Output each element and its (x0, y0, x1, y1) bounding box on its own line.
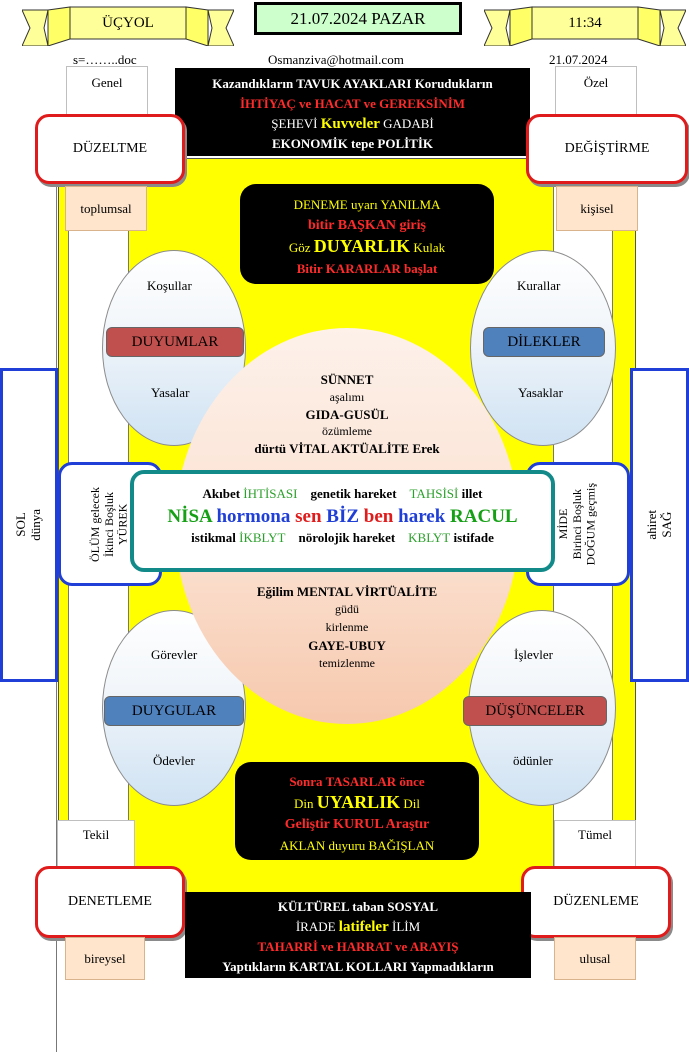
duzenleme-label: DÜZENLEME (553, 894, 639, 909)
file-label: s=……..doc (73, 52, 137, 67)
ulusal-label: ulusal (579, 950, 611, 966)
oval-text-egilim: Eğilim MENTAL VİRTÜALİTE (256, 584, 438, 599)
bottom-black-line-1: KÜLTÜREL taban SOSYAL (277, 899, 439, 914)
oval-tr-top: Kurallar (517, 278, 561, 293)
top-black-line-4: EKONOMİK tepe POLİTİK (271, 136, 434, 151)
top-black-line-2: İHTİYAÇ ve HACAT ve GEREKSİNİM (239, 96, 466, 111)
tekil-cell: Tekil (57, 820, 135, 870)
oval-tr-bottom: Yasaklar (518, 385, 563, 400)
ulusal-cell: ulusal (554, 937, 636, 980)
oval-text-asalimi: aşalımı (329, 390, 365, 404)
upper-center-line-1: DENEME uyarı YANILMA (293, 197, 441, 212)
lower-center-box: Sonra TASARLAR önce Din UYARLIK Dil Geli… (235, 762, 479, 860)
lower-center-line-1: Sonra TASARLAR önce (289, 774, 425, 789)
oval-tl-top: Koşullar (147, 278, 192, 293)
tumel-cell: Tümel (554, 820, 636, 870)
duzenleme-box: DÜZENLEME (521, 866, 671, 938)
oval-br-top: İşlevler (514, 647, 553, 662)
upper-center-line-4: Bitir KARARLAR başlat (296, 261, 438, 276)
oval-text-gida: GIDA-GUSÜL (305, 407, 389, 422)
mide-text: MİDE Birinci Boşluk DOĞUM geçmiş (556, 482, 598, 566)
denetleme-label: DENETLEME (68, 894, 152, 909)
oval-text-gudu: güdü (335, 602, 359, 616)
toplumsal-cell: toplumsal (65, 186, 147, 231)
duzeltme-label: DÜZELTME (72, 141, 148, 156)
center-row-3: istikmal İKBLYT nörolojik hareket KBLYT … (191, 530, 494, 545)
bireysel-label: bireysel (84, 950, 126, 966)
center-row-1: Akıbet İHTİSASI genetik hareket TAHSİSİ … (202, 486, 483, 501)
dilekler-pill: DİLEKLER (483, 327, 605, 357)
center-row-2: NİSA hormona sen BİZ ben harek RACUL (167, 506, 518, 527)
bottom-black-line-2: İRADE latifeler İLİM (295, 919, 421, 935)
bottom-black-line-3: TAHARRİ ve HARRAT ve ARAYIŞ (257, 939, 459, 954)
oval-bl-top: Görevler (151, 647, 198, 662)
oval-text-gaye: GAYE-UBUY (308, 638, 386, 653)
oval-text-temizlenme: temizlenme (319, 656, 375, 670)
degistirme-box: DEĞİŞTİRME (526, 114, 688, 184)
lower-center-line-2: Din UYARLIK Dil (294, 792, 420, 812)
date-small-label: 21.07.2024 (549, 52, 608, 67)
bottom-black-box: KÜLTÜREL taban SOSYAL İRADE latifeler İL… (185, 892, 531, 978)
kisisel-cell: kişisel (556, 186, 638, 231)
top-black-box: Kazandıkların TAVUK AYAKLARI Korudukları… (175, 68, 530, 156)
sol-side-box: SOL dünya (0, 368, 58, 682)
oval-text-sunnet: SÜNNET (320, 372, 374, 387)
denetleme-box: DENETLEME (35, 866, 185, 938)
top-black-line-1: Kazandıkların TAVUK AYAKLARI Korudukları… (212, 76, 493, 91)
ozel-label: Özel (583, 75, 609, 90)
email-label: Osmanziva@hotmail.com (268, 52, 404, 67)
bireysel-cell: bireysel (65, 937, 145, 980)
duzeltme-box: DÜZELTME (35, 114, 185, 184)
ozel-cell: Özel (555, 66, 637, 116)
oval-bl-bottom: Ödevler (153, 753, 195, 768)
oval-text-ozumleme: özümleme (322, 424, 372, 438)
sag-side-text: ahiret SAĞ (643, 510, 674, 540)
upper-center-line-2: bitir BAŞKAN giriş (308, 218, 426, 233)
top-black-line-3: ŞEHEVİ Kuvveler GADABİ (271, 116, 434, 132)
upper-center-line-3: Göz DUYARLIK Kulak (288, 236, 446, 256)
lower-center-line-3: Geliştir KURUL Araştır (284, 817, 430, 832)
right-banner-label: 11:34 (568, 14, 602, 31)
lower-center-line-4: AKLAN duyuru BAĞIŞLAN (279, 838, 435, 853)
toplumsal-label: toplumsal (80, 200, 132, 216)
genel-label: Genel (91, 75, 123, 90)
duyumlar-pill: DUYUMLAR (106, 327, 244, 357)
oval-tl-bottom: Yasalar (151, 385, 190, 400)
genel-cell: Genel (66, 66, 148, 116)
olum-text: ÖLÜM gelecek İkinci Boşluk YÜREK (88, 486, 130, 562)
oval-text-durtu: dürtü VİTAL AKTÜALİTE Erek (254, 441, 440, 456)
sol-side-text: SOL dünya (13, 509, 43, 541)
tekil-label: Tekil (82, 827, 110, 842)
oval-br-bottom: ödünler (513, 753, 553, 768)
bottom-black-line-4: Yaptıkların KARTAL KOLLARI Yapmadıkların (222, 959, 494, 974)
duygular-pill: DUYGULAR (104, 696, 244, 726)
kisisel-label: kişisel (580, 200, 614, 216)
left-ribbon-banner: ÜÇYOL (22, 6, 234, 46)
oval-text-kirlenme: kirlenme (325, 620, 369, 634)
upper-center-box: DENEME uyarı YANILMA bitir BAŞKAN giriş … (240, 184, 494, 284)
tumel-label: Tümel (578, 827, 612, 842)
left-banner-label: ÜÇYOL (102, 14, 154, 31)
sag-side-box: ahiret SAĞ (630, 368, 689, 682)
degistirme-label: DEĞİŞTİRME (564, 141, 650, 156)
date-box: 21.07.2024 PAZAR (254, 2, 462, 35)
right-ribbon-banner: 11:34 (484, 6, 686, 46)
central-teal-box (130, 470, 555, 572)
dusunceler-pill: DÜŞÜNCELER (463, 696, 607, 726)
